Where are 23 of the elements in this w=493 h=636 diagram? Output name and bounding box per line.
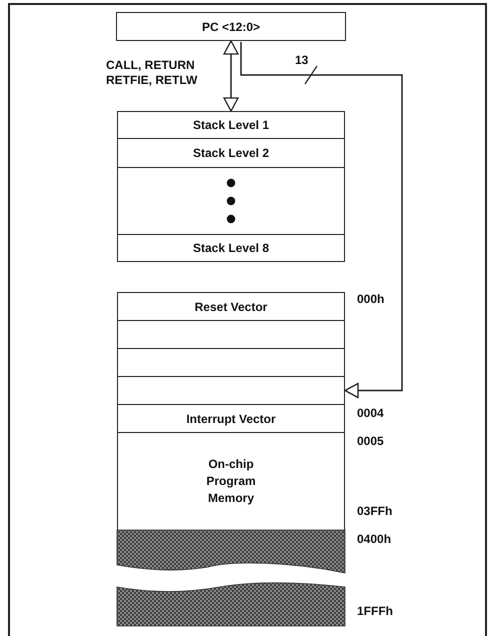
address-label: 1FFFh [357, 604, 393, 618]
hatched-memory-block [117, 530, 345, 575]
edge-label: CALL, RETURN RETFIE, RETLW [106, 58, 198, 88]
hatched-memory-block [117, 583, 345, 626]
memory-row [117, 320, 345, 349]
address-label: 0400h [357, 532, 392, 546]
register-box: PC <12:0> [116, 12, 346, 41]
stack-row: Stack Level 1 [117, 111, 345, 139]
memory-row: On-chip Program Memory [117, 432, 345, 531]
arrow [240, 42, 403, 398]
address-label: 0004 [357, 406, 384, 420]
stack-row: Stack Level 2 [117, 138, 345, 168]
memory-row: Interrupt Vector [117, 404, 345, 433]
address-label: 0005 [357, 434, 384, 448]
memory-row [117, 376, 345, 405]
address-label: 000h [357, 292, 384, 306]
stack-row: Stack Level 8 [117, 234, 345, 262]
arrow [223, 40, 239, 112]
address-label: 03FFh [357, 504, 392, 518]
edge-label: 13 [295, 53, 310, 68]
memory-row: Reset Vector [117, 292, 345, 321]
stack-row [117, 167, 345, 235]
memory-row [117, 348, 345, 377]
